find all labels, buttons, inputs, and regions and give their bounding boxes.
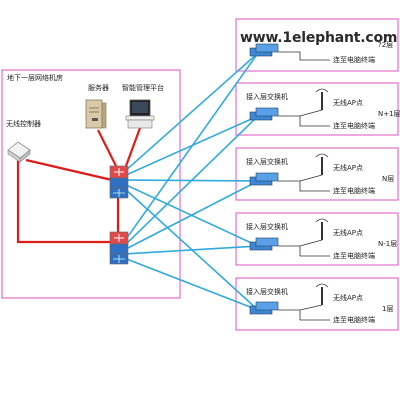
terminal-label-n: 连至电脑终端 [333, 187, 375, 195]
core-switch-1 [109, 165, 129, 199]
floor-label-n: N层 [382, 175, 395, 183]
switch-label-n-plus-1: 接入层交换机 [246, 93, 288, 101]
access-switch-1 [249, 301, 279, 315]
ap-label-n: 无线AP点 [333, 164, 364, 172]
server-icon [85, 99, 107, 129]
floor-label-n-minus-1: N-1层 [378, 240, 398, 248]
access-switch-top [249, 43, 279, 57]
access-switch-n-plus-1 [249, 107, 279, 121]
ap-icon-n-plus-1 [315, 88, 329, 110]
core-room-title: 地下一层网络机房 [7, 74, 63, 82]
floor-frame-1 [235, 277, 399, 331]
terminal-label-n-plus-1: 连至电脑终端 [333, 122, 375, 130]
floor-frame-top [235, 18, 399, 72]
server-label: 服务器 [88, 84, 109, 92]
core-switch-2 [109, 231, 129, 265]
core-room-frame [1, 69, 181, 299]
ap-icon-n [315, 153, 329, 175]
switch-label-n: 接入层交换机 [246, 158, 288, 166]
floor-frame-n-plus-1 [235, 82, 399, 136]
floor-label-top: ?2层 [378, 41, 394, 49]
terminal-links [278, 51, 330, 321]
wireless-controller-icon [7, 141, 31, 163]
switch-label-n-minus-1: 接入层交换机 [246, 223, 288, 231]
mgmt-platform-label: 智能管理平台 [122, 84, 164, 92]
floor-label-n-plus-1: N+1层 [378, 110, 400, 118]
switch-label-1: 接入层交换机 [246, 288, 288, 296]
terminal-label-1: 连至电脑终端 [333, 316, 375, 324]
ap-label-1: 无线AP点 [333, 294, 364, 302]
terminal-label-top: 连至电脑终端 [333, 56, 375, 64]
trunk-links [123, 52, 259, 311]
ap-label-n-minus-1: 无线AP点 [333, 229, 364, 237]
terminal-label-n-minus-1: 连至电脑终端 [333, 252, 375, 260]
wireless-controller-label: 无线控制器 [6, 120, 41, 128]
ap-icon-1 [315, 283, 329, 305]
access-switch-n [249, 172, 279, 186]
watermark-text: www.1elephant.com [240, 30, 398, 46]
ap-label-n-plus-1: 无线AP点 [333, 99, 364, 107]
floor-frame-n [235, 147, 399, 201]
core-links [16, 127, 142, 244]
ap-icon-n-minus-1 [315, 218, 329, 240]
access-switch-n-minus-1 [249, 237, 279, 251]
floor-frame-n-minus-1 [235, 212, 399, 266]
management-pc-icon [125, 99, 155, 129]
floor-label-1: 1层 [382, 305, 394, 313]
